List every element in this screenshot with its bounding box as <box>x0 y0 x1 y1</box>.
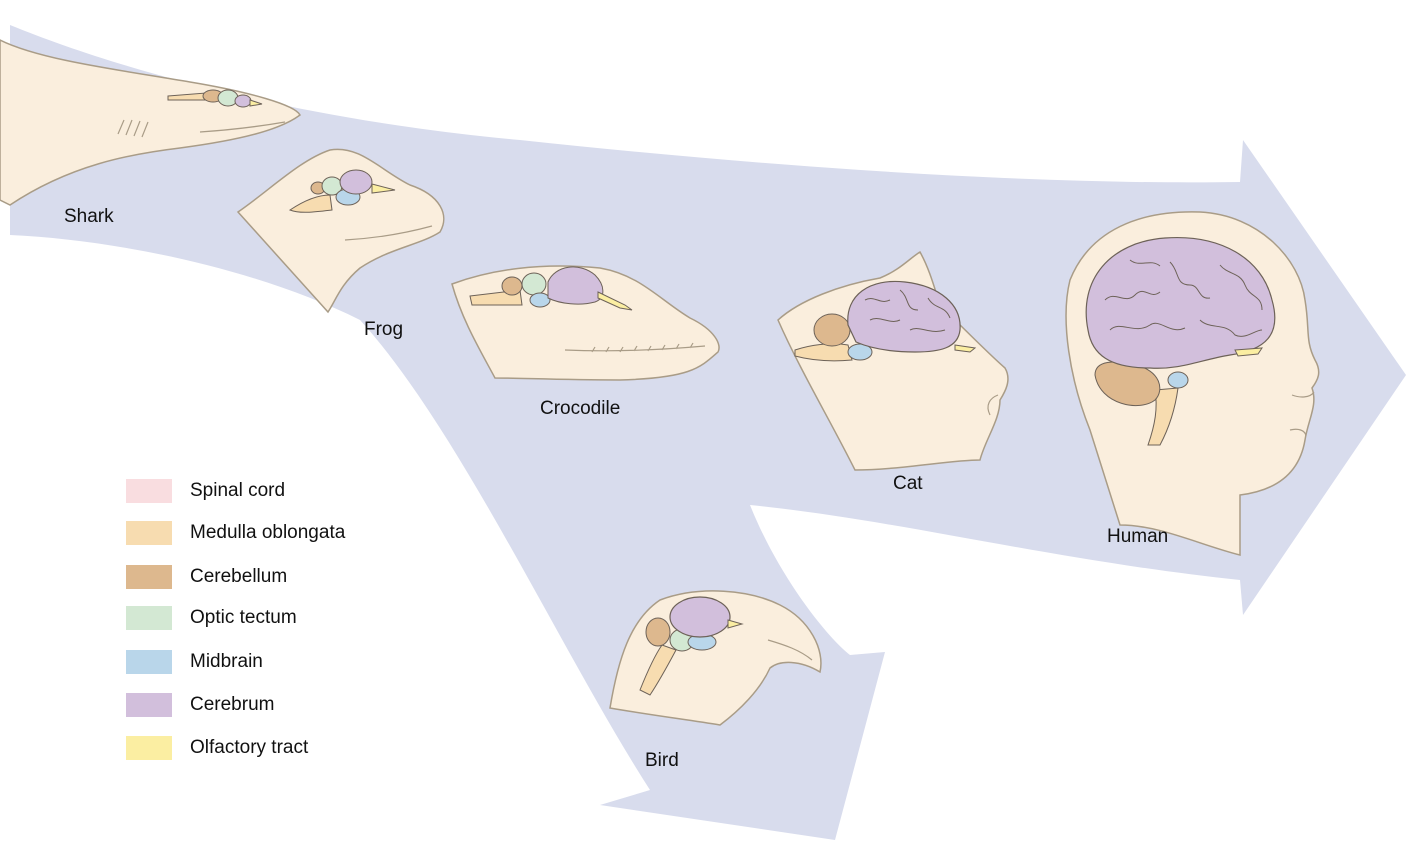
legend-swatch <box>126 479 172 503</box>
shark-brain-cerebrum <box>235 95 251 107</box>
legend-label: Olfactory tract <box>190 736 308 760</box>
legend-label: Cerebellum <box>190 565 287 589</box>
human-label: Human <box>1107 526 1168 548</box>
legend-label: Optic tectum <box>190 606 297 630</box>
crocodile-label: Crocodile <box>540 398 620 420</box>
legend-swatch <box>126 565 172 589</box>
legend-swatch <box>126 736 172 760</box>
legend-swatch <box>126 521 172 545</box>
bird-brain-cerebellum <box>646 618 670 646</box>
cat-brain-cerebellum <box>814 314 850 346</box>
legend-swatch <box>126 650 172 674</box>
bird-brain-cerebrum <box>670 597 730 637</box>
legend-label: Spinal cord <box>190 479 285 503</box>
shark-brain-optic-tectum <box>218 90 238 106</box>
legend-label: Midbrain <box>190 650 263 674</box>
cat-label: Cat <box>893 473 923 495</box>
legend-label: Medulla oblongata <box>190 521 345 545</box>
frog-label: Frog <box>364 319 403 341</box>
crocodile-brain-midbrain <box>530 293 550 307</box>
legend-label: Cerebrum <box>190 693 274 717</box>
human-brain-midbrain <box>1168 372 1188 388</box>
frog-brain-cerebrum <box>340 170 372 194</box>
shark-label: Shark <box>64 206 114 228</box>
legend-swatch <box>126 606 172 630</box>
crocodile-brain-cerebellum <box>502 277 522 295</box>
crocodile-brain-optic-tectum <box>522 273 546 295</box>
legend-swatch <box>126 693 172 717</box>
bird-label: Bird <box>645 750 679 772</box>
